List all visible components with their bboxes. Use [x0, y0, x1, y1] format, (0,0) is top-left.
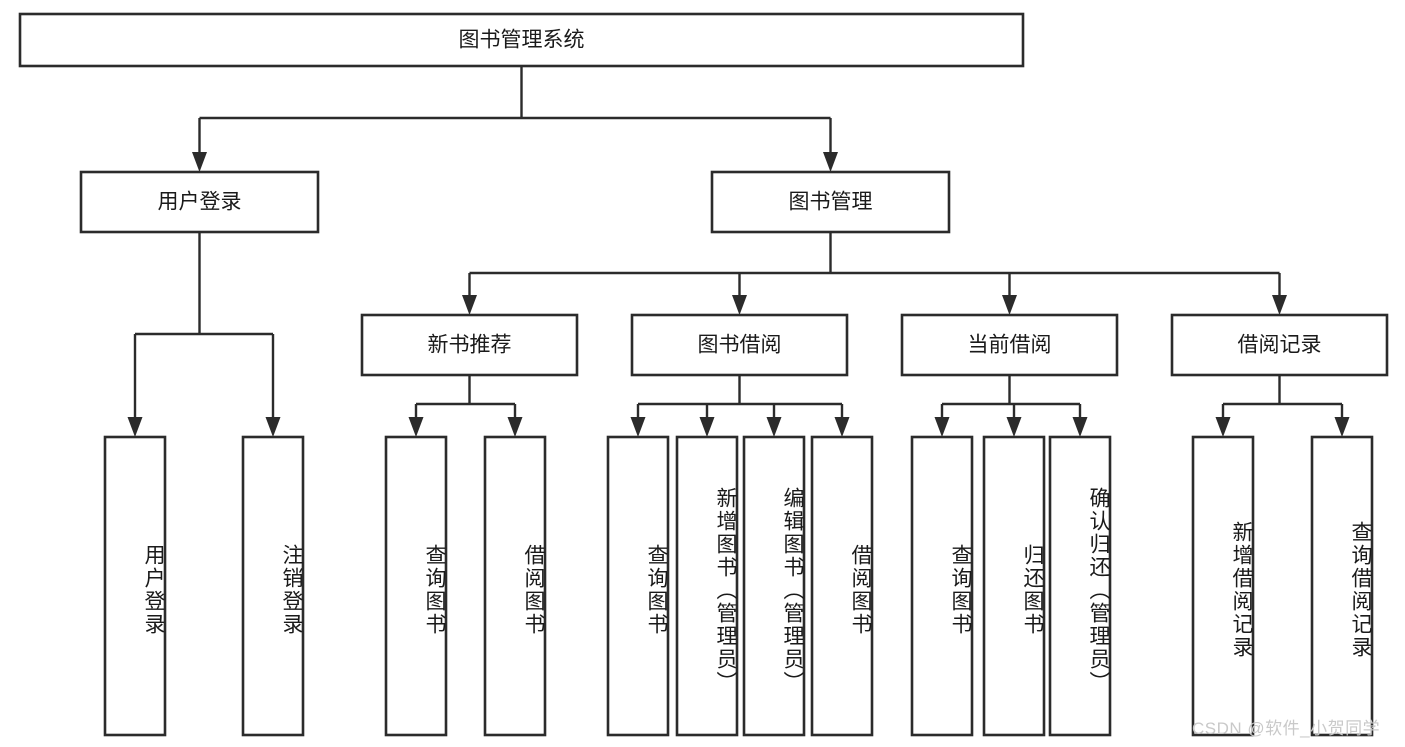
- arrow-head-icon: [934, 417, 950, 437]
- boxes-layer: [18, 12, 1389, 737]
- node-leaf-edit-book[interactable]: [742, 435, 806, 737]
- node-leaf-add-book[interactable]: [675, 435, 739, 737]
- node-label-borrow-record: 借阅记录: [1238, 334, 1322, 357]
- arrow-head-icon: [265, 417, 281, 437]
- node-leaf-confirm-return[interactable]: [1048, 435, 1112, 737]
- arrow-head-icon: [699, 417, 715, 437]
- connectors-layer: [127, 66, 1350, 437]
- arrow-head-icon: [1002, 295, 1017, 315]
- node-label-user-login: 用户登录: [158, 191, 242, 214]
- node-label-book-manage: 图书管理: [789, 191, 873, 214]
- node-new-book-recommend[interactable]: [360, 313, 579, 377]
- node-leaf-user-login[interactable]: [103, 435, 167, 737]
- arrow-head-icon: [127, 417, 143, 437]
- node-leaf-logout[interactable]: [241, 435, 305, 737]
- node-root-root[interactable]: [18, 12, 1025, 68]
- arrow-head-icon: [462, 295, 477, 315]
- node-leaf-add-borrow-record[interactable]: [1191, 435, 1255, 737]
- node-label-root: 图书管理系统: [459, 29, 585, 52]
- arrow-head-icon: [507, 417, 523, 437]
- node-leaf-borrow-book-rec[interactable]: [483, 435, 547, 737]
- arrow-head-icon: [834, 417, 850, 437]
- node-leaf-query-borrow-record[interactable]: [1310, 435, 1374, 737]
- node-current-borrow[interactable]: [900, 313, 1119, 377]
- arrow-head-icon: [1072, 417, 1088, 437]
- csdn-watermark: CSDN @软件_小贺同学: [1192, 719, 1381, 738]
- arrow-head-icon: [408, 417, 424, 437]
- arrow-head-icon: [1006, 417, 1022, 437]
- arrow-head-icon: [766, 417, 782, 437]
- arrow-head-icon: [192, 152, 207, 172]
- node-user-login[interactable]: [79, 170, 320, 234]
- arrow-head-icon: [1334, 417, 1350, 437]
- arrow-head-icon: [823, 152, 838, 172]
- node-leaf-query-book-cur[interactable]: [910, 435, 974, 737]
- arrow-head-icon: [1272, 295, 1287, 315]
- node-leaf-query-book-rec[interactable]: [384, 435, 448, 737]
- node-leaf-borrow-book-bor[interactable]: [810, 435, 874, 737]
- node-label-new-book-recommend: 新书推荐: [428, 334, 512, 357]
- node-book-borrow[interactable]: [630, 313, 849, 377]
- node-book-manage[interactable]: [710, 170, 951, 234]
- node-label-current-borrow: 当前借阅: [968, 334, 1052, 357]
- node-borrow-record[interactable]: [1170, 313, 1389, 377]
- arrow-head-icon: [732, 295, 747, 315]
- node-label-book-borrow: 图书借阅: [698, 334, 782, 357]
- node-leaf-query-book-bor[interactable]: [606, 435, 670, 737]
- arrow-head-icon: [630, 417, 646, 437]
- arrow-head-icon: [1215, 417, 1231, 437]
- node-leaf-return-book[interactable]: [982, 435, 1046, 737]
